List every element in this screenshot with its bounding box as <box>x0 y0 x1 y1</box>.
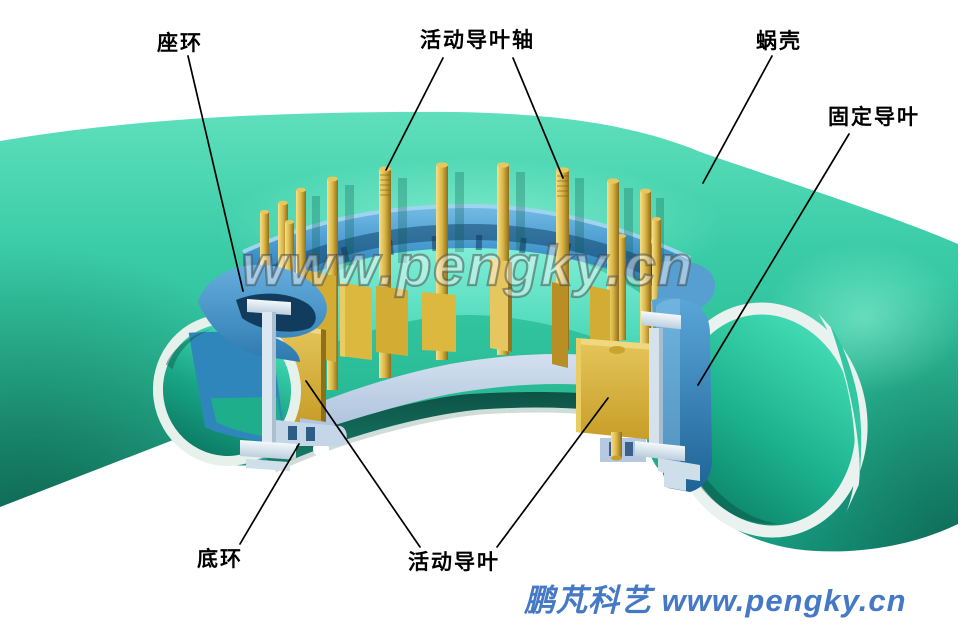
leader-lines <box>187 55 850 548</box>
leader-movable-vane-right <box>496 397 609 548</box>
watermark-text: www.pengky.cn <box>242 234 695 298</box>
label-stay-vane: 固定导叶 <box>828 105 920 129</box>
left-crosssection-beam <box>240 299 347 472</box>
label-bottom-ring: 底环 <box>197 547 243 571</box>
leader-bottom-ring <box>239 443 300 545</box>
right-case-opening <box>666 302 868 538</box>
leader-seat-ring <box>187 55 244 292</box>
label-guide-vane-shaft: 活动导叶轴 <box>420 28 535 52</box>
branding-text: 鹏芃科艺 www.pengky.cn <box>523 583 907 618</box>
bottom-ring-crosssection <box>276 420 347 446</box>
leader-movable-vane-left <box>305 380 421 548</box>
leader-spiral-case <box>702 55 773 184</box>
inner-wall-band <box>240 238 695 380</box>
leader-stay-vane <box>697 133 850 386</box>
far-tube-rim <box>818 313 860 514</box>
right-crosssection-beam <box>635 310 700 491</box>
label-seat-ring: 座环 <box>157 31 203 55</box>
left-case-opening <box>152 314 302 466</box>
leader-shaft-left <box>385 57 444 171</box>
label-movable-guide-vane: 活动导叶 <box>408 551 500 574</box>
label-spiral-case: 蜗壳 <box>756 30 802 53</box>
leader-shaft-right <box>512 57 564 179</box>
